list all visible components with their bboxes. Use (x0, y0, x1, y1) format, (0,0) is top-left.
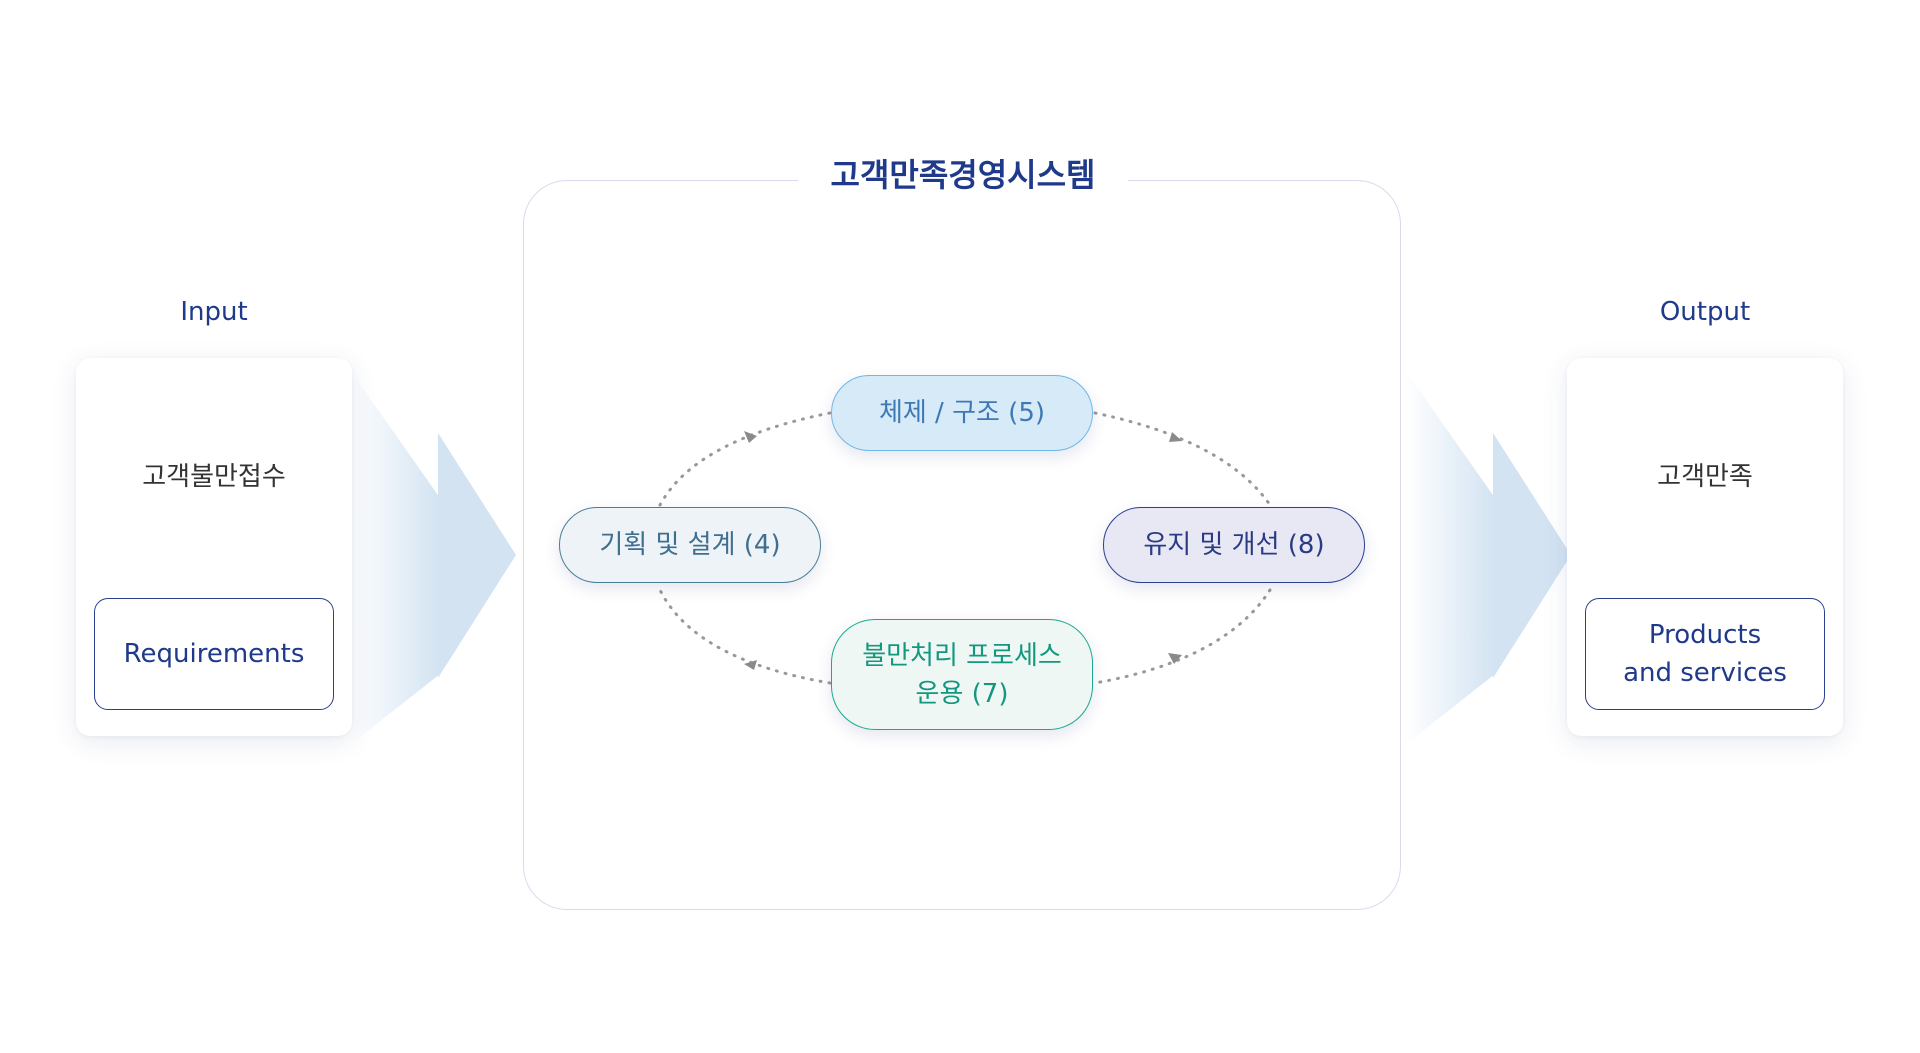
products-services-box: Products and services (1585, 598, 1825, 710)
cycle-arrow-2 (1169, 432, 1182, 442)
cycle-arrow-3 (1168, 653, 1182, 664)
cycle-arrow-4 (744, 660, 757, 670)
system-title: 고객만족경영시스템 (798, 150, 1128, 194)
output-label: Output (1659, 297, 1751, 327)
input-card: 고객불만접수 Requirements (76, 358, 352, 736)
cycle-arrow-1 (744, 431, 757, 443)
output-card-title: 고객만족 (1657, 462, 1753, 492)
cycle-path-left-top (658, 411, 832, 507)
cycle-path-right-bottom (1093, 588, 1272, 685)
output-chevron-back (1405, 370, 1495, 745)
input-card-title: 고객불만접수 (142, 462, 286, 492)
requirements-box: Requirements (94, 598, 334, 710)
stage-complaint-process: 불만처리 프로세스 운용 (7) (831, 619, 1093, 730)
output-chevron-front (1493, 433, 1571, 678)
input-chevron-back (350, 370, 440, 745)
input-chevron-front (438, 433, 516, 678)
input-label: Input (180, 297, 248, 327)
stage-structure: 체제 / 구조 (5) (831, 375, 1093, 451)
stage-maintenance-improvement: 유지 및 개선 (8) (1103, 507, 1365, 583)
cycle-path-bottom-left (658, 588, 832, 685)
stage-planning-design: 기획 및 설계 (4) (559, 507, 821, 583)
output-card: 고객만족 Products and services (1567, 358, 1843, 736)
